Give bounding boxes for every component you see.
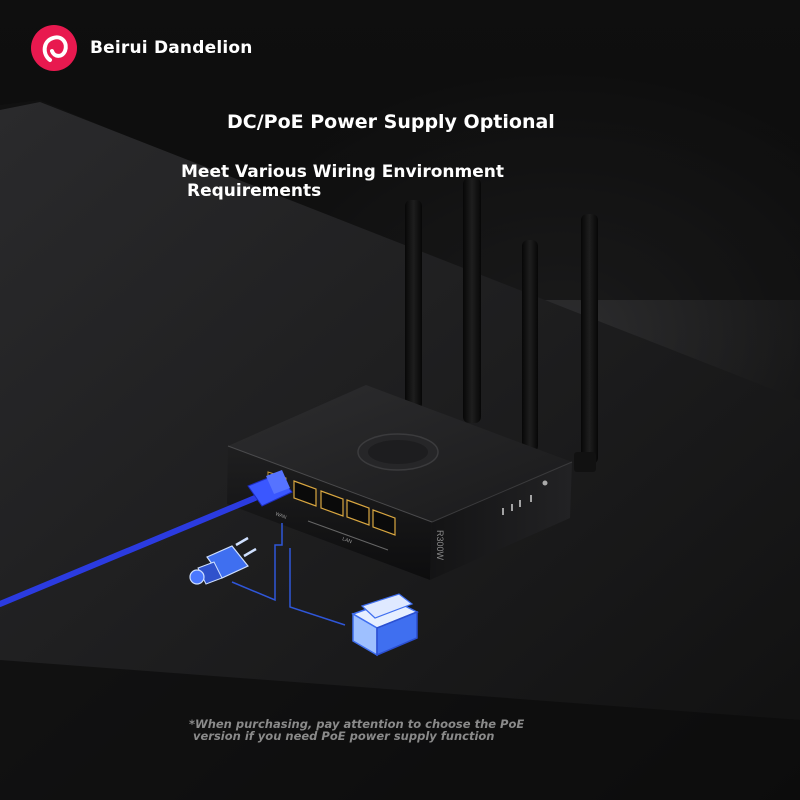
lan-port-4 — [372, 509, 396, 536]
router-side — [430, 462, 572, 580]
brand-logo-icon — [31, 25, 77, 71]
antennas — [405, 178, 598, 472]
cable-wire — [0, 495, 258, 607]
poe-injector-icon — [351, 593, 419, 657]
ethernet-cable — [0, 470, 293, 607]
footnote-line-1: *When purchasing, pay attention to choos… — [189, 717, 525, 731]
cable-connector-tip — [266, 470, 290, 494]
brand-header: Beirui Dandelion — [30, 24, 253, 72]
subheadline-line-1: Meet Various Wiring Environment — [181, 162, 504, 182]
antenna-2 — [463, 178, 481, 423]
headline: DC/PoE Power Supply Optional — [227, 111, 555, 133]
side-logo — [542, 480, 548, 486]
plug-tip — [189, 569, 205, 585]
purchase-footnote: *When purchasing, pay attention to choos… — [189, 718, 524, 742]
lan-port-3 — [346, 499, 370, 526]
dc-power-plug-icon — [189, 536, 257, 585]
line-to-poe — [289, 548, 346, 626]
ethernet-ports — [267, 471, 396, 551]
antenna-3 — [522, 240, 538, 452]
subheadline: Meet Various Wiring Environment Requirem… — [181, 163, 504, 201]
router-edge-highlight — [227, 445, 433, 523]
antenna-1 — [405, 200, 422, 410]
poe-box-side — [376, 610, 418, 657]
lan-port-2 — [320, 490, 344, 517]
plug-pin-1 — [235, 536, 249, 547]
model-label: R300W — [435, 530, 445, 561]
wan-label: WAN — [274, 511, 287, 521]
router-edge-highlight-2 — [431, 461, 573, 523]
footnote-line-2: version if you need PoE power supply fun… — [193, 729, 495, 743]
lan-port-1 — [293, 480, 317, 507]
subheadline-line-2: Requirements — [187, 181, 322, 201]
poe-box-lid — [360, 593, 414, 619]
line-to-dc — [231, 523, 283, 602]
router-top-emblem-inner — [368, 440, 428, 464]
status-panel — [502, 480, 548, 515]
wiring-lines — [231, 523, 346, 626]
antenna-4 — [581, 214, 598, 464]
lan-underline — [307, 520, 389, 551]
plug-pin-2 — [243, 547, 257, 558]
lan-label: LAN — [341, 536, 353, 545]
wall-edge — [0, 0, 800, 300]
antenna-4-base — [574, 452, 596, 472]
table-front-shade — [0, 660, 800, 800]
router: WAN LAN R300W — [227, 385, 573, 580]
brand-name: Beirui Dandelion — [90, 38, 253, 58]
